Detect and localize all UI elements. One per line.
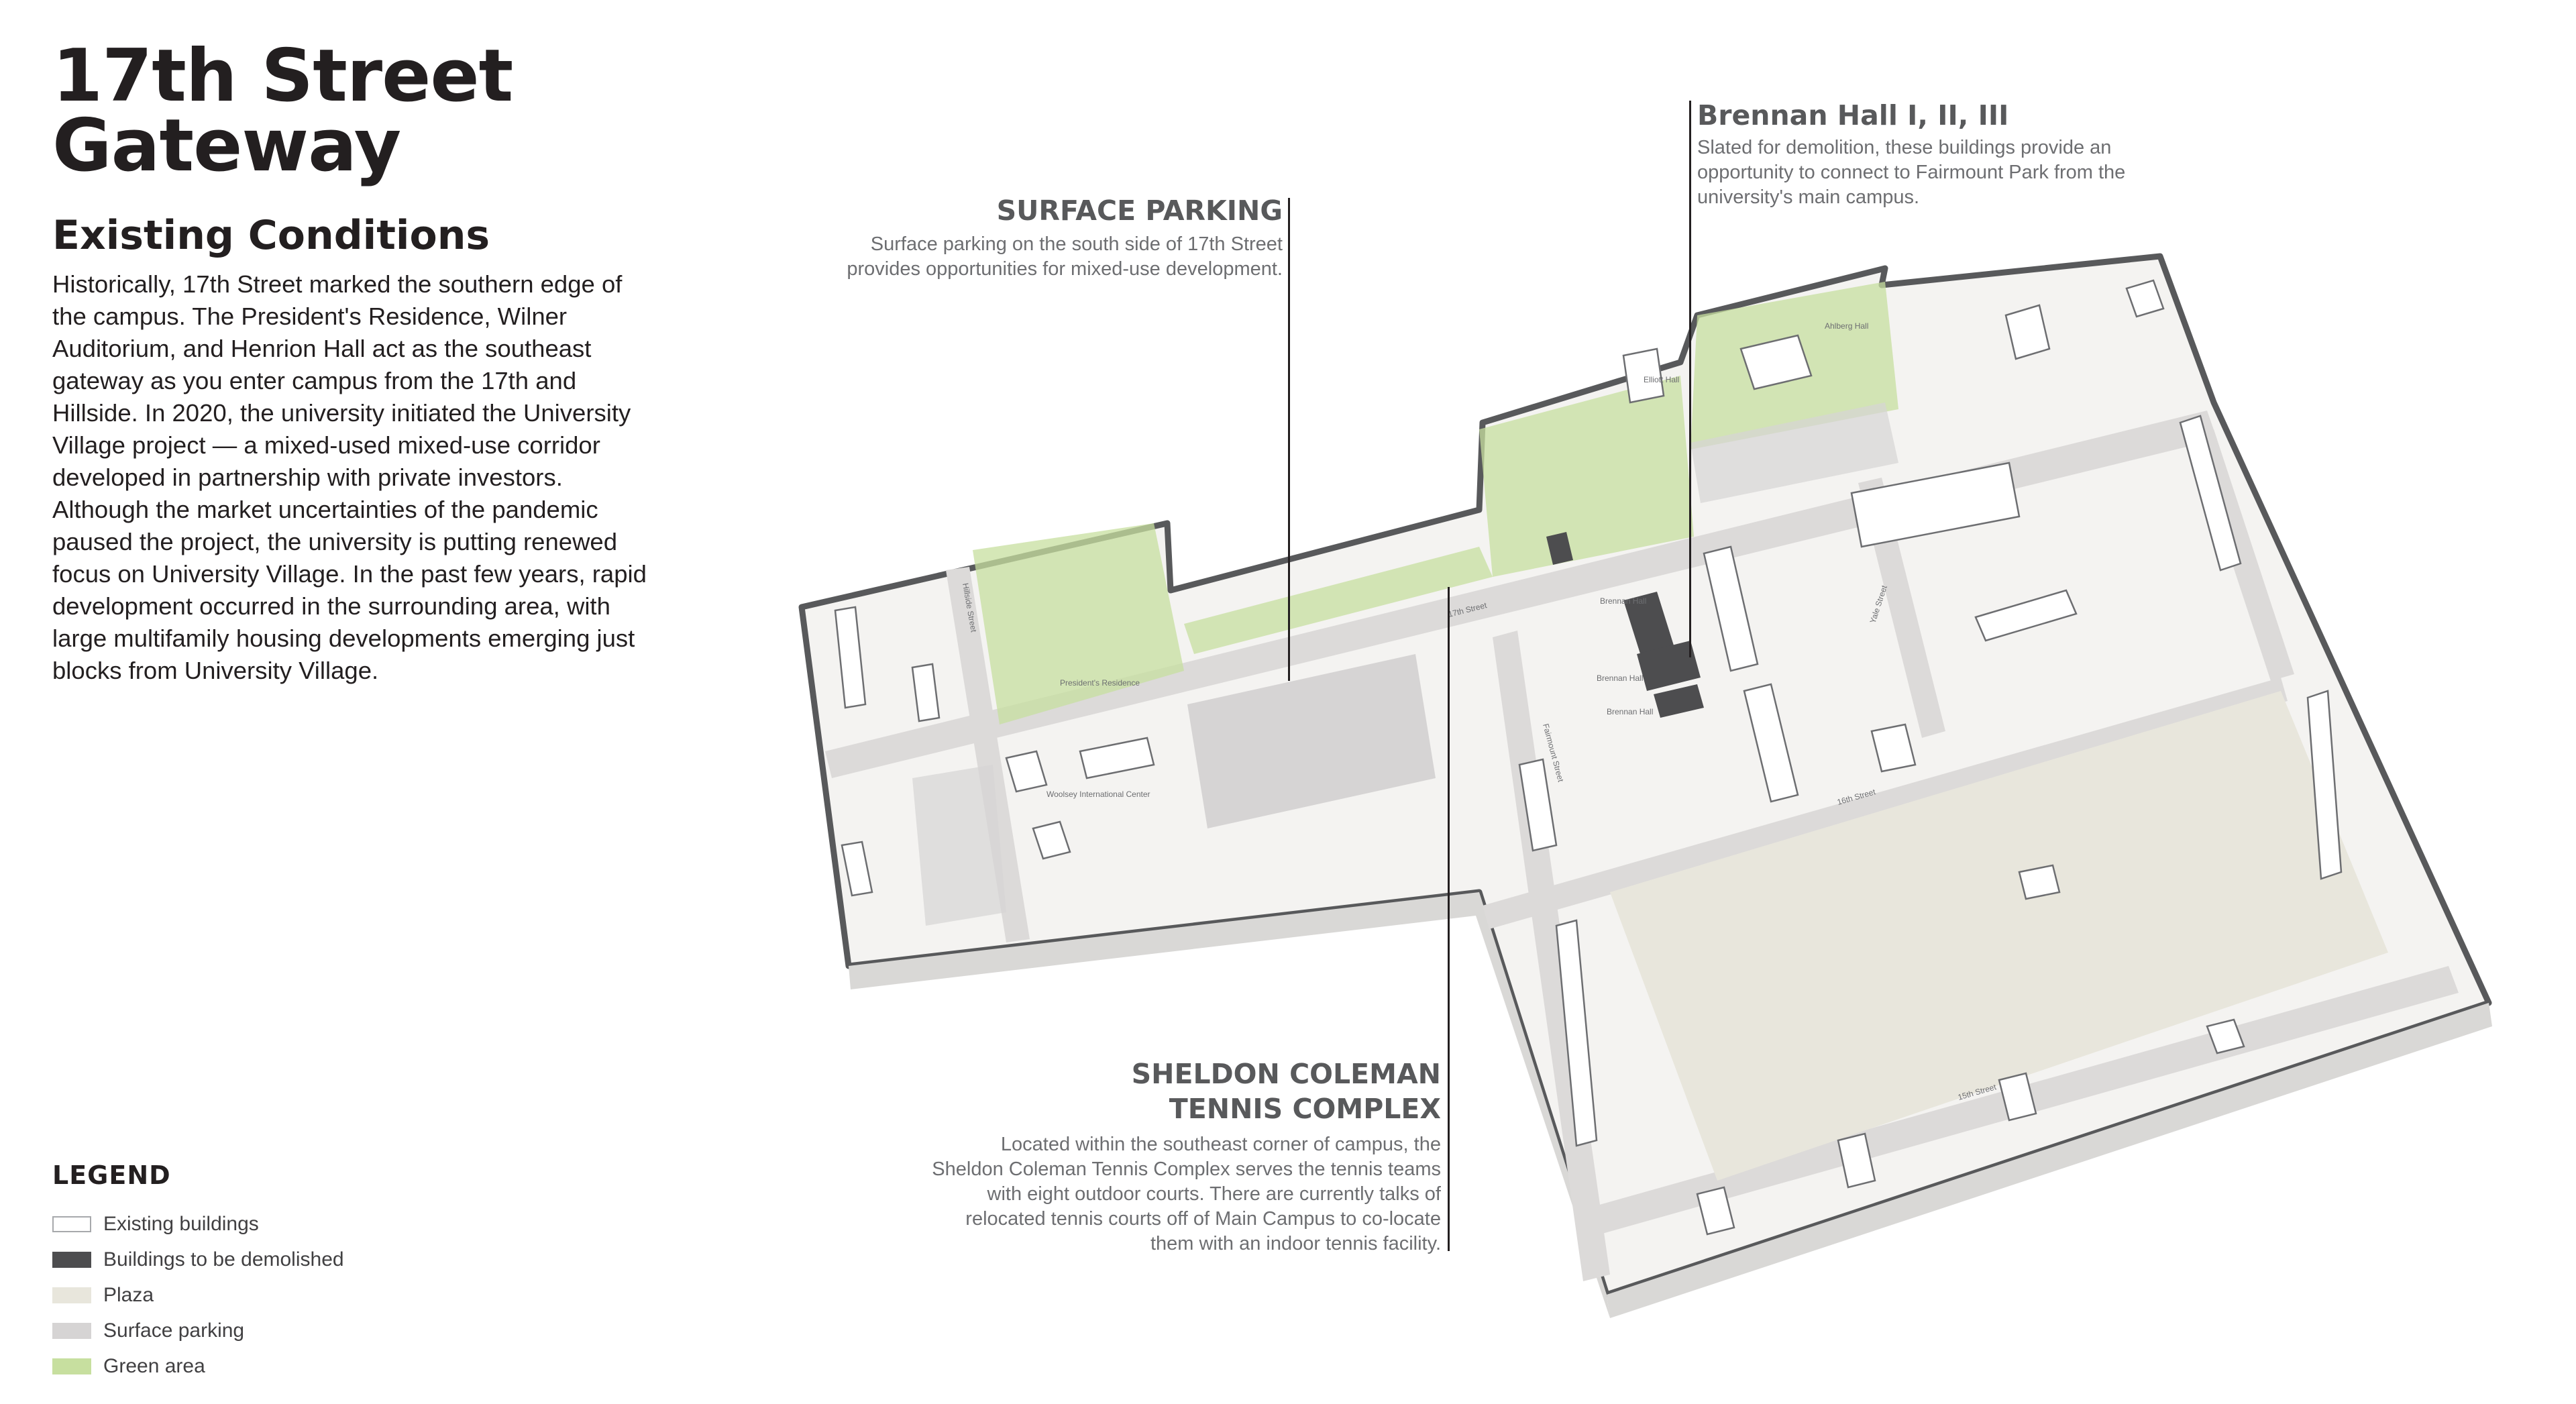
legend-item-surface-parking: Surface parking — [52, 1313, 344, 1348]
callout-brennan-title: Brennan Hall I, II, III — [1697, 99, 2009, 131]
leader-tennis — [1448, 587, 1450, 1251]
parking-lot-2 — [912, 765, 1006, 926]
leader-surface-parking — [1288, 198, 1290, 681]
swatch-surface-parking — [52, 1322, 91, 1339]
legend-item-existing-buildings: Existing buildings — [52, 1206, 344, 1242]
legend-title: LEGEND — [52, 1160, 171, 1190]
swatch-plaza — [52, 1287, 91, 1303]
label-brennan-3: Brennan Hall — [1607, 707, 1653, 716]
brennan-hall-2 — [1637, 641, 1701, 691]
legend-label: Buildings to be demolished — [103, 1248, 344, 1271]
leader-brennan — [1689, 101, 1691, 657]
section-subtitle: Existing Conditions — [52, 212, 490, 259]
swatch-existing-buildings — [52, 1216, 91, 1232]
label-president-residence: President's Residence — [1060, 678, 1140, 688]
label-intl-center: Woolsey International Center — [1046, 790, 1150, 799]
legend-item-buildings-demolished: Buildings to be demolished — [52, 1242, 344, 1277]
green-17th-strip — [1184, 547, 1493, 654]
legend-item-green-area: Green area — [52, 1348, 344, 1384]
park-plaza — [1610, 691, 2388, 1181]
label-brennan-2: Brennan Hall — [1597, 673, 1643, 683]
callout-surface-parking-title: SURFACE PARKING — [996, 195, 1283, 227]
callout-tennis-text: Located within the southeast corner of c… — [932, 1134, 1441, 1254]
parking-lot-3 — [1690, 402, 1898, 503]
brennan-hall-3 — [1654, 684, 1704, 718]
legend-label: Green area — [103, 1354, 205, 1377]
site-edge-east — [1607, 1003, 2492, 1318]
label-ahlberg: Ahlberg Hall — [1825, 321, 1868, 331]
parking-lot-1 — [1187, 654, 1436, 828]
green-quad — [1479, 376, 1694, 577]
label-elliott: Elliott Hall — [1644, 375, 1679, 384]
callout-tennis-title: SHELDON COLEMAN TENNIS COMPLEX — [1131, 1058, 1441, 1125]
tennis-building — [1546, 532, 1573, 565]
green-presidents — [973, 523, 1184, 724]
street-16th — [1483, 678, 2288, 929]
label-brennan-1: Brennan Hall — [1600, 596, 1646, 606]
legend-label: Plaza — [103, 1283, 154, 1306]
legend-label: Existing buildings — [103, 1212, 259, 1235]
existing-buildings — [834, 279, 2343, 1236]
swatch-buildings-demolished — [52, 1251, 91, 1268]
callout-brennan-text: Slated for demolition, these buildings p… — [1697, 137, 2126, 208]
legend-item-plaza: Plaza — [52, 1277, 344, 1313]
page-title: 17th Street Gateway — [52, 34, 513, 188]
swatch-green-area — [52, 1358, 91, 1374]
callout-surface-parking-text: Surface parking on the south side of 17t… — [847, 233, 1283, 280]
street-hillside — [946, 567, 1030, 942]
intro-paragraph: Historically, 17th Street marked the sou… — [52, 270, 647, 684]
legend-label: Surface parking — [103, 1319, 245, 1342]
legend: Existing buildings Buildings to be demol… — [52, 1206, 344, 1384]
